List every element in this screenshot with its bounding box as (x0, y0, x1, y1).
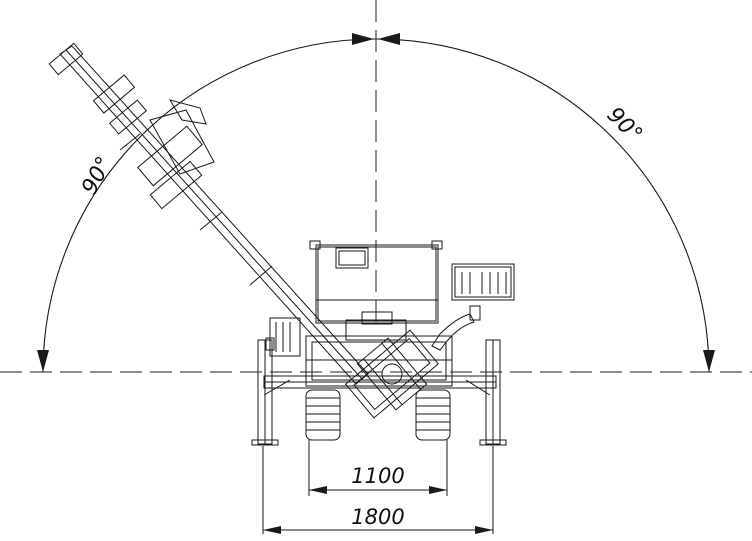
dim-label-track-width: 1100 (351, 464, 404, 488)
arrowhead-top-left (352, 33, 374, 45)
arrowhead-left-bottom (37, 350, 49, 372)
arc-right (375, 38, 710, 373)
arc-left (42, 38, 377, 373)
dimension-arrowheads (263, 486, 493, 534)
rotation-head (344, 329, 440, 419)
dimensions (262, 440, 494, 534)
valve-block (431, 263, 515, 351)
angle-label-left: 90° (77, 153, 117, 199)
swing-arc (42, 38, 710, 373)
drill-mast (48, 42, 369, 385)
arc-arrowheads (37, 33, 715, 372)
angle-label-right: 90° (602, 103, 647, 148)
arrowhead-top-right (378, 33, 400, 45)
left-valve-cluster (265, 317, 301, 357)
crawler-tracks (305, 389, 451, 441)
control-panel (309, 240, 443, 324)
dim-label-outrigger-width: 1800 (351, 505, 404, 529)
outrigger-beam (251, 339, 507, 446)
machine (48, 42, 515, 446)
centerlines (0, 0, 752, 373)
arrowhead-right-bottom (703, 350, 715, 372)
